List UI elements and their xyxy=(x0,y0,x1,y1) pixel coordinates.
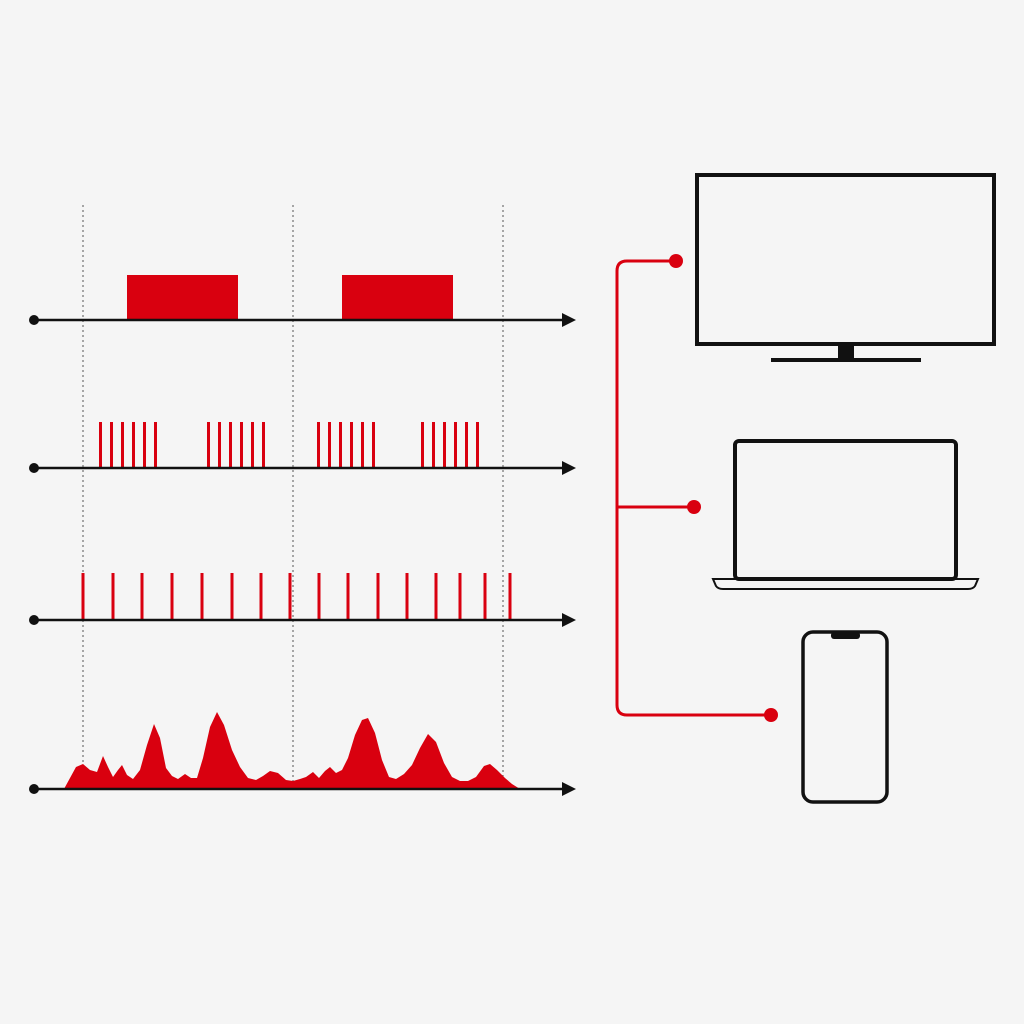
burst-bar xyxy=(251,422,254,467)
connector-trunk xyxy=(615,259,771,717)
laptop-screen xyxy=(733,439,958,581)
spike-bar xyxy=(140,573,144,619)
signal-marks xyxy=(64,275,520,789)
spike-bar xyxy=(259,573,263,619)
time-axis-1 xyxy=(29,313,576,327)
monitor-screen xyxy=(695,173,996,346)
spike-bar xyxy=(434,573,438,619)
spike-bar xyxy=(317,573,321,619)
time-axis-4 xyxy=(29,782,576,796)
burst-bar xyxy=(154,422,157,467)
burst-bar xyxy=(207,422,210,467)
spike-bar xyxy=(288,573,292,619)
smartphone-notch xyxy=(831,632,860,639)
burst-bar xyxy=(99,422,102,467)
burst-bar xyxy=(421,422,424,467)
axis-arrow-head xyxy=(562,782,576,796)
burst-bar xyxy=(339,422,342,467)
burst-bar xyxy=(110,422,113,467)
smartphone-icon xyxy=(801,630,889,804)
time-axis-2 xyxy=(29,461,576,475)
burst-bar xyxy=(328,422,331,467)
connector-nodes xyxy=(669,254,778,722)
spike-bar xyxy=(170,573,174,619)
spike-bar xyxy=(405,573,409,619)
connector-dot-laptop xyxy=(687,500,701,514)
time-axes xyxy=(29,313,576,796)
burst-bar xyxy=(476,422,479,467)
spike-bar xyxy=(508,573,512,619)
burst-bar xyxy=(218,422,221,467)
monitor-neck xyxy=(838,345,854,359)
laptop-keyboard-base xyxy=(711,578,980,590)
laptop-icon xyxy=(711,439,980,590)
spike-bar xyxy=(81,573,85,619)
burst-bar xyxy=(350,422,353,467)
pulse-block xyxy=(127,275,238,319)
burst-bar xyxy=(229,422,232,467)
burst-bar xyxy=(317,422,320,467)
axis-arrow-head xyxy=(562,461,576,475)
spike-bar xyxy=(346,573,350,619)
burst-bar xyxy=(240,422,243,467)
pulse-block xyxy=(342,275,453,319)
burst-bar xyxy=(443,422,446,467)
burst-bar xyxy=(262,422,265,467)
time-axis-3 xyxy=(29,613,576,627)
burst-bar xyxy=(143,422,146,467)
burst-bar xyxy=(432,422,435,467)
burst-bar xyxy=(361,422,364,467)
time-guides xyxy=(82,205,504,785)
smartphone-body xyxy=(801,630,889,804)
connector-dot-smartphone xyxy=(764,708,778,722)
connector-dot-monitor xyxy=(669,254,683,268)
monitor-icon xyxy=(695,173,996,362)
spike-bar xyxy=(483,573,487,619)
burst-bar xyxy=(372,422,375,467)
burst-bar xyxy=(132,422,135,467)
connector-tree xyxy=(615,259,771,717)
spike-bar xyxy=(111,573,115,619)
waveform-area xyxy=(64,712,520,789)
spike-bar xyxy=(376,573,380,619)
axis-arrow-head xyxy=(562,613,576,627)
spike-bar xyxy=(230,573,234,619)
spike-bar xyxy=(200,573,204,619)
spike-bar xyxy=(458,573,462,619)
axis-arrow-head xyxy=(562,313,576,327)
burst-bar xyxy=(465,422,468,467)
burst-bar xyxy=(121,422,124,467)
burst-bar xyxy=(454,422,457,467)
